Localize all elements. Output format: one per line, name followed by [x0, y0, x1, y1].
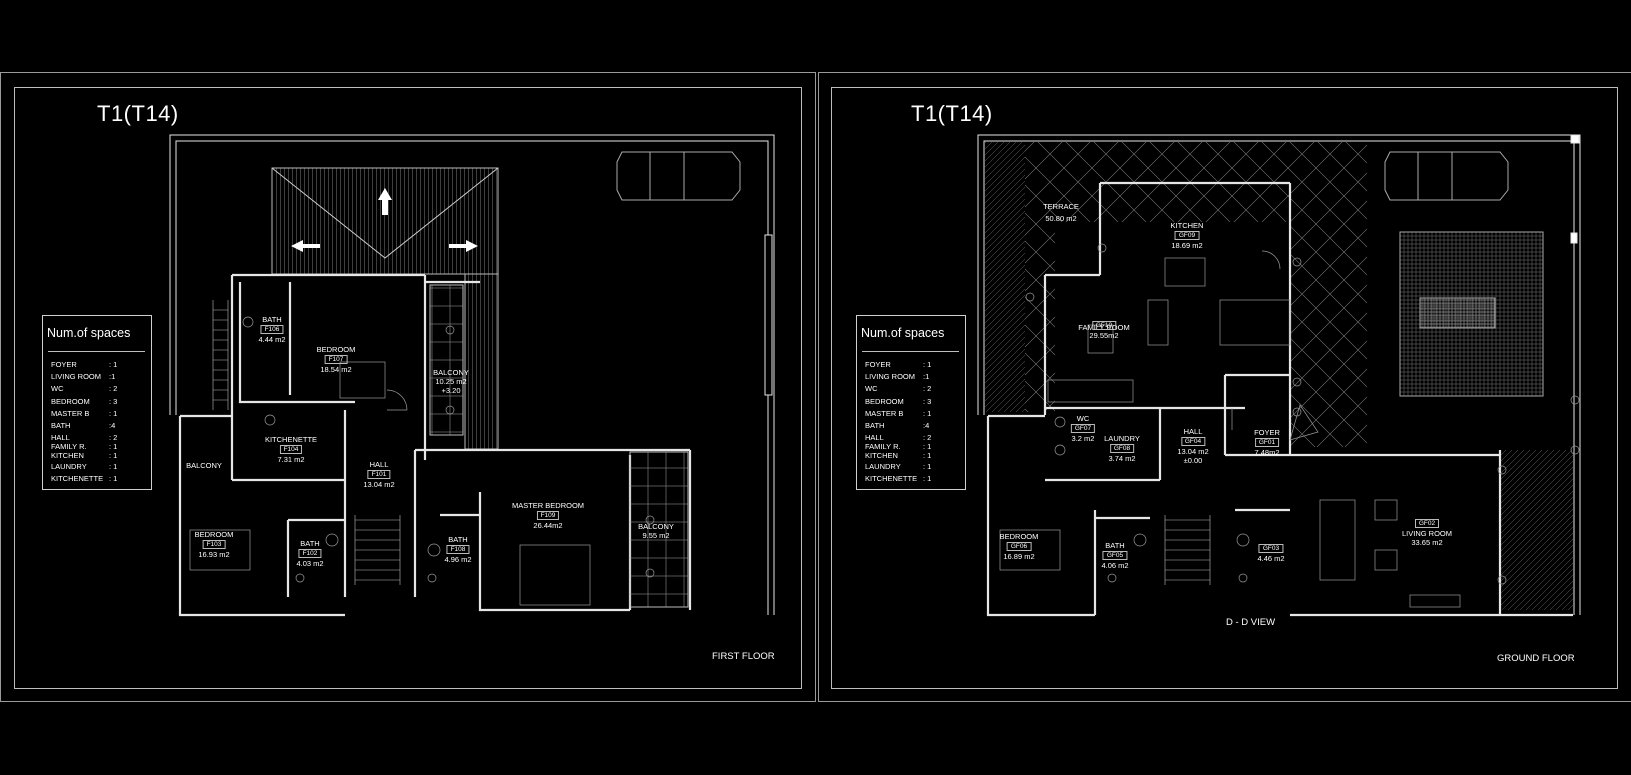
- first-floor-spaces-legend: Num.of spaces FOYER: 1 LIVING ROOM:1 WC:…: [42, 315, 152, 490]
- legend-heading: Num.of spaces: [861, 326, 945, 340]
- section-view-label: D - D VIEW: [1226, 617, 1276, 628]
- legend-row: LIVING ROOM:1: [51, 372, 116, 381]
- legend-row: BEDROOM: 3: [51, 397, 118, 406]
- first-floor-caption: FIRST FLOOR: [712, 651, 775, 662]
- drawing-border-ground-floor: [831, 87, 1618, 689]
- legend-row: WC: 2: [865, 384, 932, 393]
- legend-row: BATH:4: [865, 421, 930, 430]
- legend-divider: [862, 351, 959, 352]
- legend-row: FAMILY R.: 1: [51, 442, 118, 451]
- legend-divider: [48, 351, 145, 352]
- legend-row: KITCHEN: 1: [51, 451, 118, 460]
- legend-row: FOYER: 1: [51, 360, 118, 369]
- sheet-frame-first-floor: [0, 72, 816, 702]
- legend-row: LAUNDRY: 1: [51, 462, 118, 471]
- ground-floor-title: T1(T14): [911, 101, 993, 126]
- legend-row: BEDROOM: 3: [865, 397, 932, 406]
- legend-row: LAUNDRY: 1: [865, 462, 932, 471]
- legend-row: HALL: 2: [51, 433, 118, 442]
- legend-row: BATH:4: [51, 421, 116, 430]
- legend-row: FOYER: 1: [865, 360, 932, 369]
- ground-floor-caption: GROUND FLOOR: [1497, 653, 1575, 664]
- room-label: BALCONY: [186, 461, 222, 470]
- first-floor-title: T1(T14): [97, 101, 179, 126]
- ground-floor-spaces-legend: Num.of spaces FOYER: 1 LIVING ROOM:1 WC:…: [856, 315, 966, 490]
- first-floor-plan: [169, 134, 775, 617]
- roof-arrows: [291, 188, 478, 252]
- legend-row: LIVING ROOM:1: [865, 372, 930, 381]
- legend-heading: Num.of spaces: [47, 326, 131, 340]
- legend-row: HALL: 2: [865, 433, 932, 442]
- legend-row: FAMILY R.: 1: [865, 442, 932, 451]
- legend-row: KITCHENETTE: 1: [51, 474, 118, 483]
- legend-row: WC: 2: [51, 384, 118, 393]
- ground-floor-plan: [977, 134, 1581, 617]
- legend-row: MASTER B: 1: [51, 409, 118, 418]
- legend-row: KITCHEN: 1: [865, 451, 932, 460]
- drawing-border-first-floor: [14, 87, 802, 689]
- sheet-frame-ground-floor: [818, 72, 1631, 702]
- legend-row: MASTER B: 1: [865, 409, 932, 418]
- legend-row: KITCHENETTE: 1: [865, 474, 932, 483]
